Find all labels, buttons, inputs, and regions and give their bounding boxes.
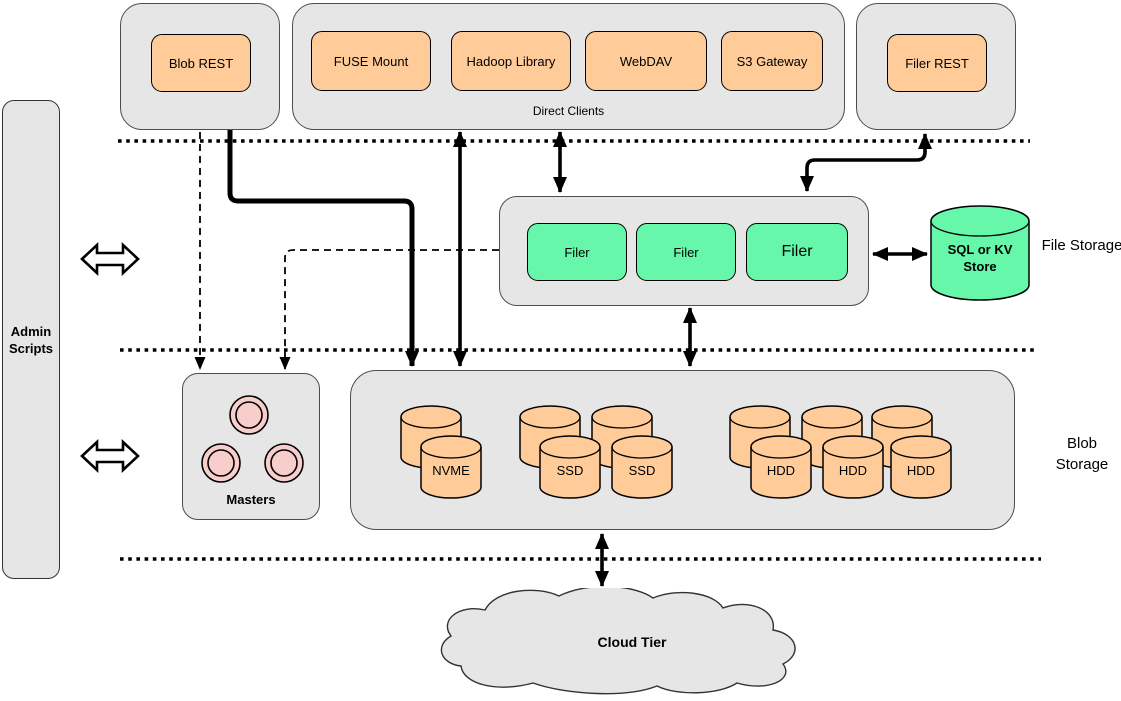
disk-label: HDD — [906, 463, 936, 478]
disk-label: HDD — [766, 463, 796, 478]
bidirectional-hollow-arrow-icon — [80, 439, 140, 473]
disk-ssd: SSD — [539, 435, 601, 499]
disk-ssd: SSD — [611, 435, 673, 499]
cylinder-icon — [539, 435, 601, 499]
hadoop-library-node: Hadoop Library — [451, 31, 571, 91]
direct-clients-label: Direct Clients — [532, 104, 605, 118]
dashed-arrow-filer-to-masters — [279, 249, 499, 370]
cylinder-icon — [930, 205, 1030, 301]
disk-nvme: NVME — [420, 435, 482, 499]
cylinder-icon — [890, 435, 952, 499]
disk-hdd: HDD — [890, 435, 952, 499]
direct-clients-group: FUSE Mount Hadoop Library WebDAV S3 Gate… — [292, 3, 845, 130]
cloud-tier-label: Cloud Tier — [597, 634, 667, 650]
arrow-blobrest-to-blobstorage — [227, 130, 419, 367]
disk-label: SSD — [556, 463, 584, 478]
disk-label: SSD — [628, 463, 656, 478]
webdav-node: WebDAV — [585, 31, 707, 91]
admin-scripts-box: Admin Scripts — [2, 100, 60, 579]
blob-rest-group: Blob REST — [120, 3, 280, 130]
blob-storage-tier-label: Blob Storage — [1055, 435, 1109, 473]
disk-label: HDD — [838, 463, 868, 478]
admin-scripts-label: Admin Scripts — [8, 323, 54, 356]
masters-label: Masters — [226, 492, 276, 507]
cylinder-icon — [420, 435, 482, 499]
cylinder-icon — [750, 435, 812, 499]
master-node-icon — [201, 395, 304, 483]
file-storage-tier-label: File Storage — [1041, 237, 1121, 254]
sql-kv-store-label: SQL or KV Store — [947, 242, 1013, 274]
cylinder-icon — [822, 435, 884, 499]
disk-hdd: HDD — [750, 435, 812, 499]
masters-group: Masters — [182, 373, 320, 520]
filer-node-3: Filer — [746, 223, 848, 281]
cylinder-icon — [611, 435, 673, 499]
blob-rest-node: Blob REST — [151, 34, 251, 92]
disk-hdd: HDD — [822, 435, 884, 499]
filer-rest-node: Filer REST — [887, 34, 987, 92]
cloud-icon — [440, 585, 796, 695]
filer-rest-group: Filer REST — [856, 3, 1016, 130]
filer-node-1: Filer — [527, 223, 627, 281]
filer-group: Filer Filer Filer — [499, 196, 869, 306]
s3-gateway-node: S3 Gateway — [721, 31, 823, 91]
fuse-mount-node: FUSE Mount — [311, 31, 431, 91]
filer-node-2: Filer — [636, 223, 736, 281]
arrow-filerrest-to-filer — [800, 133, 932, 192]
disk-label: NVME — [432, 463, 470, 478]
bidirectional-hollow-arrow-icon — [80, 242, 140, 276]
cloud-tier: Cloud Tier — [437, 585, 827, 696]
sql-kv-store: SQL or KV Store — [930, 205, 1030, 302]
